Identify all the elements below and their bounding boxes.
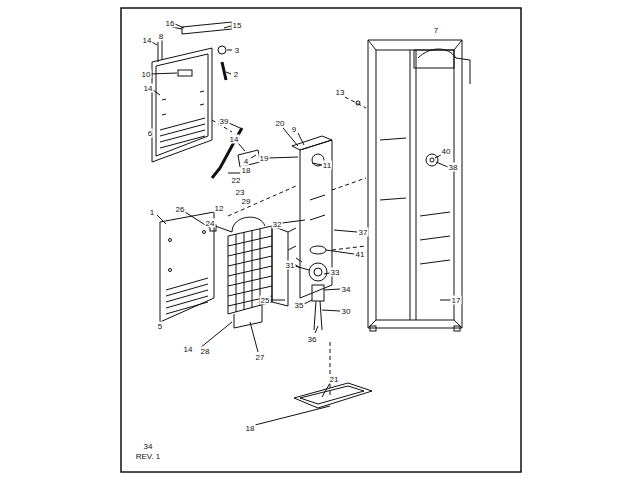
callout-number: 39 <box>219 117 230 126</box>
callout-number: 41 <box>355 250 366 259</box>
frame <box>121 8 521 472</box>
drip-tray <box>294 383 372 408</box>
clip <box>238 150 260 167</box>
callout-number: 1 <box>149 208 155 217</box>
callout-number: 20 <box>275 119 286 128</box>
callout-number: 11 <box>322 161 332 170</box>
front-cover <box>160 212 216 322</box>
callout-number: 34 <box>341 285 352 294</box>
callout-number: 37 <box>358 228 369 237</box>
callout-number: 31 <box>285 261 296 270</box>
callout-number: 9 <box>291 125 297 134</box>
upper-panel <box>152 38 212 162</box>
callout-number: 4 <box>243 157 249 166</box>
callout-number: 24 <box>205 219 216 228</box>
callout-number: 12 <box>214 204 225 213</box>
callout-number: 14 <box>229 135 240 144</box>
sheet-note: REV. 1 <box>135 452 162 461</box>
callout-number: 30 <box>341 307 352 316</box>
callout-number: 22 <box>231 176 242 185</box>
callout-number: 3 <box>234 46 240 55</box>
callout-number: 40 <box>441 147 452 156</box>
evaporator-coil <box>228 217 296 328</box>
callout-number: 14 <box>183 345 194 354</box>
callout-number: 6 <box>147 129 153 138</box>
callout-number: 23 <box>235 188 246 197</box>
callout-number: 17 <box>451 296 462 305</box>
callout-number: 21 <box>329 375 340 384</box>
callout-number: 27 <box>255 353 266 362</box>
callout-number: 38 <box>448 163 459 172</box>
drain-hose <box>212 128 242 178</box>
top-bracket <box>172 22 232 54</box>
cabinet <box>356 40 470 331</box>
callout-number: 33 <box>330 268 341 277</box>
callout-number: 32 <box>272 220 283 229</box>
callout-number: 2 <box>233 70 239 79</box>
callout-number: 13 <box>335 88 346 97</box>
callout-number: 5 <box>157 322 163 331</box>
fan-motor <box>292 258 327 330</box>
callout-number: 18 <box>245 424 256 433</box>
tube <box>222 62 226 80</box>
assembly-line <box>212 97 366 395</box>
callout-number: 8 <box>158 32 164 41</box>
callout-number: 14 <box>142 36 153 45</box>
callout-number: 26 <box>175 205 186 214</box>
leader-line <box>150 24 451 425</box>
callout-number: 19 <box>259 154 270 163</box>
callout-number: 25 <box>260 296 271 305</box>
callout-number: 29 <box>241 197 252 206</box>
callout-number: 36 <box>307 335 318 344</box>
callout-number: 15 <box>232 21 243 30</box>
callout-number: 14 <box>143 84 154 93</box>
callout-number: 28 <box>200 347 211 356</box>
mounting-bracket <box>292 136 332 298</box>
callout-number: 7 <box>433 26 439 35</box>
callout-number: 35 <box>294 301 305 310</box>
sheet-note: 34 <box>143 442 154 451</box>
callout-number: 16 <box>165 19 176 28</box>
callout-number: 18 <box>241 166 252 175</box>
callout-number: 10 <box>141 70 152 79</box>
